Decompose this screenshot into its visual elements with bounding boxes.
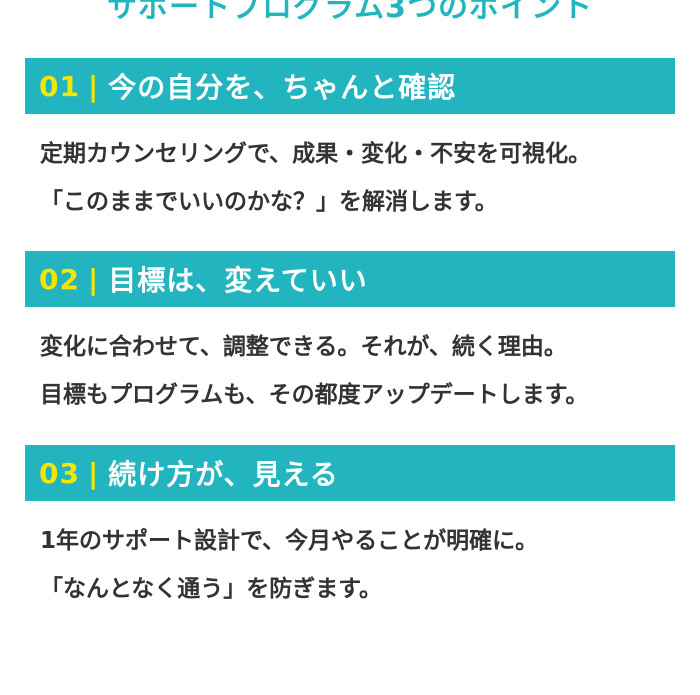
- point-description: 定期カウンセリングで、成果・変化・不安を可視化。 「このままでいいのかな？」を解…: [25, 130, 675, 226]
- point-heading: 目標は、変えていい: [108, 264, 368, 297]
- point-description-line: 「なんとなく通う」を防ぎます。: [40, 576, 383, 602]
- point-03: 03 | 続け方が、見える 1年のサポート設計で、今月やることが明確に。 「なん…: [25, 445, 675, 613]
- point-number: 01: [39, 69, 80, 103]
- point-heading: 続け方が、見える: [108, 458, 339, 491]
- point-01: 01 | 今の自分を、ちゃんと確認 定期カウンセリングで、成果・変化・不安を可視…: [25, 58, 675, 226]
- point-description-line: 1年のサポート設計で、今月やることが明確に。: [40, 528, 539, 554]
- point-description-line: 目標もプログラムも、その都度アップデートします。: [40, 382, 589, 408]
- point-header: 01 | 今の自分を、ちゃんと確認: [25, 58, 675, 114]
- point-description-line: 定期カウンセリングで、成果・変化・不安を可視化。: [40, 141, 592, 167]
- point-separator: |: [87, 69, 99, 103]
- point-number: 02: [39, 262, 80, 296]
- point-header: 02 | 目標は、変えていい: [25, 251, 675, 307]
- point-description: 1年のサポート設計で、今月やることが明確に。 「なんとなく通う」を防ぎます。: [25, 517, 675, 613]
- point-number: 03: [39, 456, 80, 490]
- point-header: 03 | 続け方が、見える: [25, 445, 675, 501]
- point-description: 変化に合わせて、調整できる。それが、続く理由。 目標もプログラムも、その都度アッ…: [25, 323, 675, 419]
- point-separator: |: [87, 456, 99, 490]
- page-title: サポートプログラム3つのポイント: [107, 0, 593, 25]
- point-separator: |: [87, 262, 99, 296]
- point-description-line: 「このままでいいのかな？」を解消します。: [40, 189, 498, 215]
- point-02: 02 | 目標は、変えていい 変化に合わせて、調整できる。それが、続く理由。 目…: [25, 251, 675, 419]
- point-heading: 今の自分を、ちゃんと確認: [108, 71, 457, 104]
- point-description-line: 変化に合わせて、調整できる。それが、続く理由。: [40, 334, 567, 360]
